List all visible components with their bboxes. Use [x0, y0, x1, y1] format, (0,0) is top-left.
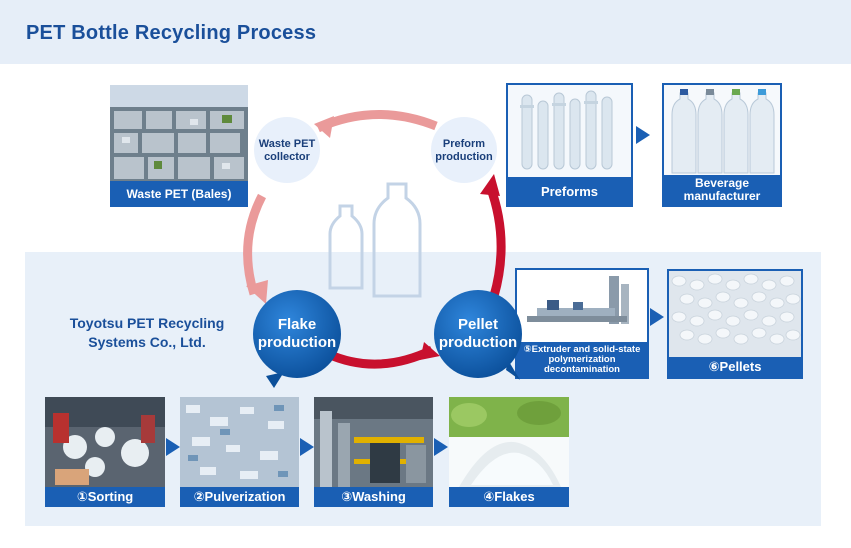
waste-collector-label: Waste PET collector: [258, 138, 316, 163]
pellet-to-preform-arrowhead: [480, 174, 500, 196]
pellets-image: [669, 271, 801, 357]
sorting-caption: ①Sorting: [45, 487, 165, 507]
company-name: Toyotsu PET Recycling Systems Co., Ltd.: [69, 315, 225, 350]
washing-caption: ③Washing: [314, 487, 433, 507]
waste-pet-caption: Waste PET (Bales): [110, 181, 248, 207]
washing-photo: ③Washing: [314, 397, 433, 507]
flakes-photo: ④Flakes: [449, 397, 569, 507]
preforms-photo: Preforms: [506, 83, 633, 207]
pulverization-photo: ②Pulverization: [180, 397, 299, 507]
waste-pet-photo: Waste PET (Bales): [110, 85, 248, 207]
preform-to-collector-arrowhead: [314, 116, 334, 138]
flakes-caption: ④Flakes: [449, 487, 569, 507]
extruder-image: [517, 270, 647, 342]
preform-production-label: Preform production: [435, 138, 493, 163]
pellets-photo: ⑥Pellets: [667, 269, 803, 379]
header-bar: PET Bottle Recycling Process: [0, 0, 851, 64]
beverage-caption: Beverage manufacturer: [664, 175, 780, 205]
extruder-photo: ⑤Extruder and solid-state polymerization…: [515, 268, 649, 379]
page-title: PET Bottle Recycling Process: [26, 22, 317, 44]
flake-production-label: Flake production: [257, 316, 337, 351]
beverage-photo: Beverage manufacturer: [662, 83, 782, 207]
extruder-caption: ⑤Extruder and solid-state polymerization…: [517, 342, 647, 377]
pellets-caption: ⑥Pellets: [669, 357, 801, 377]
bales-image: [110, 85, 248, 207]
sorting-photo: ①Sorting: [45, 397, 165, 507]
pellet-production-label: Pellet production: [438, 316, 518, 351]
preforms-image: [508, 85, 631, 181]
preform-to-collector-arc: [316, 110, 438, 133]
pulverization-caption: ②Pulverization: [180, 487, 299, 507]
bottles-image: [664, 85, 780, 177]
preforms-caption: Preforms: [508, 177, 631, 205]
